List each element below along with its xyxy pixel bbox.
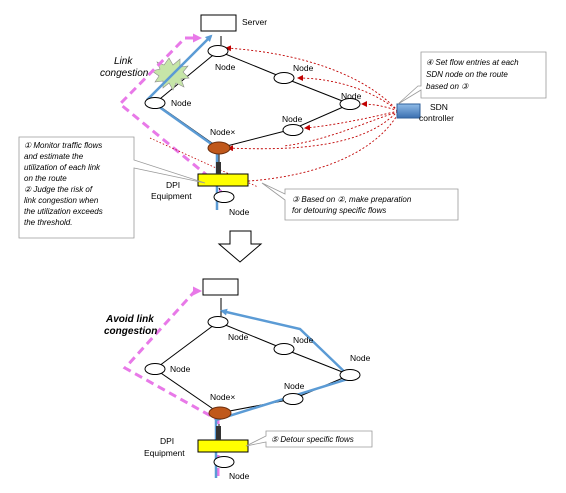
bottom-node-upper-label: Node	[228, 332, 249, 342]
bottom-dpi-label-2: Equipment	[144, 448, 185, 458]
top-detour-path	[117, 33, 223, 199]
bottom-node-mid-top	[273, 343, 295, 355]
bottom-node-mid-bottom-label: Node	[284, 381, 305, 391]
svg-text:① Monitor traffic flows: ① Monitor traffic flows	[24, 141, 102, 150]
top-node-right	[339, 98, 361, 110]
bottom-node-x-label: Node×	[210, 392, 235, 402]
control-signals	[149, 45, 399, 188]
bottom-node-bottom-label: Node	[229, 471, 250, 481]
bottom-panel: Node Node Node Node Node Node× Node Avoi…	[104, 278, 373, 481]
link-congestion-label-1: Link	[114, 56, 133, 67]
top-network-links	[154, 36, 351, 197]
top-node-right-label: Node	[341, 91, 362, 101]
svg-text:based on ③: based on ③	[426, 82, 469, 91]
svg-text:on the route: on the route	[24, 174, 67, 183]
top-dpi-connector	[216, 162, 221, 174]
callout-detour: ⑤ Detour specific flows	[245, 430, 373, 448]
top-dpi-box	[197, 173, 249, 187]
top-node-mid-bottom-label: Node	[282, 114, 303, 124]
sdn-controller-label-1: SDN	[430, 102, 448, 112]
callout-prepare: ③ Based on ②, make preparation for detou…	[261, 182, 459, 221]
top-node-mid-bottom	[282, 124, 304, 136]
bottom-server-box	[202, 278, 239, 296]
callout-monitor: ① Monitor traffic flows and estimate the…	[18, 136, 206, 239]
svg-text:link congestion when: link congestion when	[24, 196, 99, 205]
top-node-left-label: Node	[171, 98, 192, 108]
transition-arrow	[217, 230, 263, 263]
top-node-upper	[207, 45, 229, 57]
avoid-congestion-label-2: congestion	[104, 326, 157, 337]
top-node-x	[207, 141, 231, 155]
sdn-controller-label-2: controller	[419, 113, 454, 123]
bottom-node-upper	[207, 316, 229, 328]
bottom-node-mid-bottom	[282, 393, 304, 405]
svg-text:the utilization exceeds: the utilization exceeds	[24, 207, 103, 216]
top-node-left	[144, 97, 166, 109]
bottom-node-left	[144, 363, 166, 375]
svg-text:and estimate the: and estimate the	[24, 152, 84, 161]
svg-text:④ Set flow entries at each: ④ Set flow entries at each	[426, 58, 519, 67]
top-node-mid-top	[273, 72, 295, 84]
bottom-dpi-label-1: DPI	[160, 436, 174, 446]
top-node-bottom	[213, 191, 235, 203]
top-node-mid-top-label: Node	[293, 63, 314, 73]
bottom-dpi-connector	[216, 426, 221, 440]
sdn-controller-icon	[396, 103, 421, 119]
top-server-label: Server	[242, 17, 267, 27]
top-panel: Server Node Node Node Node Node Node× No…	[18, 14, 547, 239]
callout-set: ④ Set flow entries at each SDN node on t…	[397, 51, 547, 105]
svg-text:for detouring specific flows: for detouring specific flows	[292, 206, 386, 215]
svg-text:⑤ Detour specific flows: ⑤ Detour specific flows	[271, 435, 354, 444]
top-node-bottom-label: Node	[229, 207, 250, 217]
svg-text:the threshold.: the threshold.	[24, 218, 72, 227]
svg-text:utilization of each link: utilization of each link	[24, 163, 101, 172]
svg-text:SDN node on the route: SDN node on the route	[426, 70, 508, 79]
top-server-box	[200, 14, 237, 32]
bottom-dpi-box	[197, 439, 249, 453]
link-congestion-label-2: congestion	[100, 68, 149, 79]
svg-text:② Judge the risk of: ② Judge the risk of	[24, 185, 93, 194]
svg-text:③ Based on ②, make preparatio: ③ Based on ②, make preparation	[292, 195, 412, 204]
bottom-node-bottom	[213, 456, 235, 468]
avoid-congestion-label-1: Avoid link	[105, 314, 154, 325]
bottom-node-mid-top-label: Node	[293, 335, 314, 345]
bottom-node-right	[339, 369, 361, 381]
bottom-avoided-path	[122, 286, 220, 476]
top-node-upper-label: Node	[215, 62, 236, 72]
top-dpi-label-2: Equipment	[151, 191, 192, 201]
bottom-node-x	[208, 406, 232, 420]
bottom-node-left-label: Node	[170, 364, 191, 374]
top-node-x-label: Node×	[210, 127, 235, 137]
bottom-node-right-label: Node	[350, 353, 371, 363]
top-dpi-label-1: DPI	[166, 180, 180, 190]
